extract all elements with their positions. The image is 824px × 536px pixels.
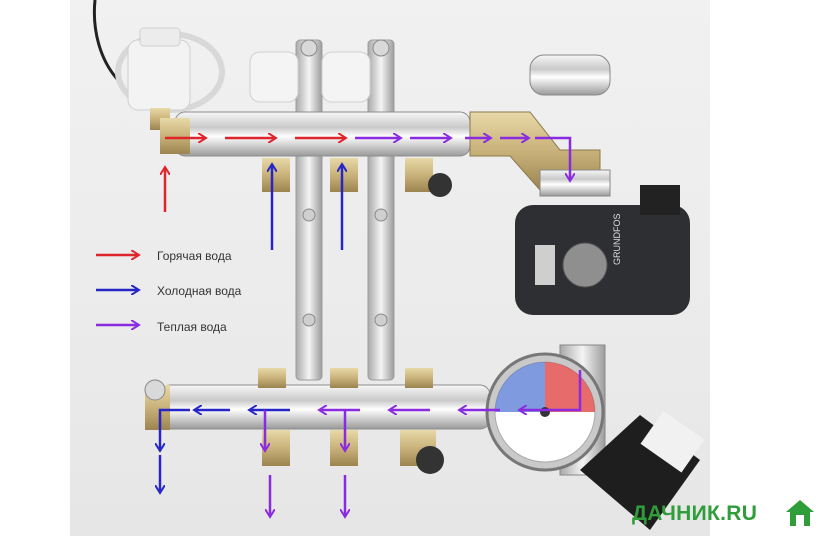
warm-water-arrows-return bbox=[265, 370, 582, 450]
return-top-caps bbox=[258, 368, 433, 388]
warm-water-arrows-supply bbox=[270, 138, 570, 516]
pump-icon: GRUNDFOS bbox=[515, 185, 690, 315]
hot-water-arrows bbox=[165, 138, 345, 212]
actuator-icon bbox=[115, 27, 225, 130]
legend-cold-label: Холодная вода bbox=[157, 284, 242, 298]
legend-hot-label: Горячая вода bbox=[157, 249, 232, 263]
legend-warm-label: Теплая вода bbox=[157, 320, 227, 334]
bracket-right bbox=[367, 39, 395, 381]
mixing-valve bbox=[469, 54, 611, 197]
control-handle bbox=[580, 410, 705, 530]
bracket-left bbox=[295, 39, 323, 381]
top-valve-caps bbox=[249, 51, 371, 103]
pump-brand-label: GRUNDFOS bbox=[612, 214, 622, 266]
supply-outlets bbox=[262, 158, 433, 192]
supply-manifold bbox=[174, 111, 471, 157]
cold-water-arrows bbox=[160, 165, 342, 492]
thermometer-gauge-icon bbox=[485, 344, 606, 476]
brand-wordmark: ДАЧНИК.RU bbox=[632, 502, 758, 525]
actuator-cable bbox=[92, 0, 120, 82]
return-manifold bbox=[159, 384, 491, 430]
return-outlets bbox=[262, 430, 436, 466]
house-icon bbox=[786, 500, 814, 526]
